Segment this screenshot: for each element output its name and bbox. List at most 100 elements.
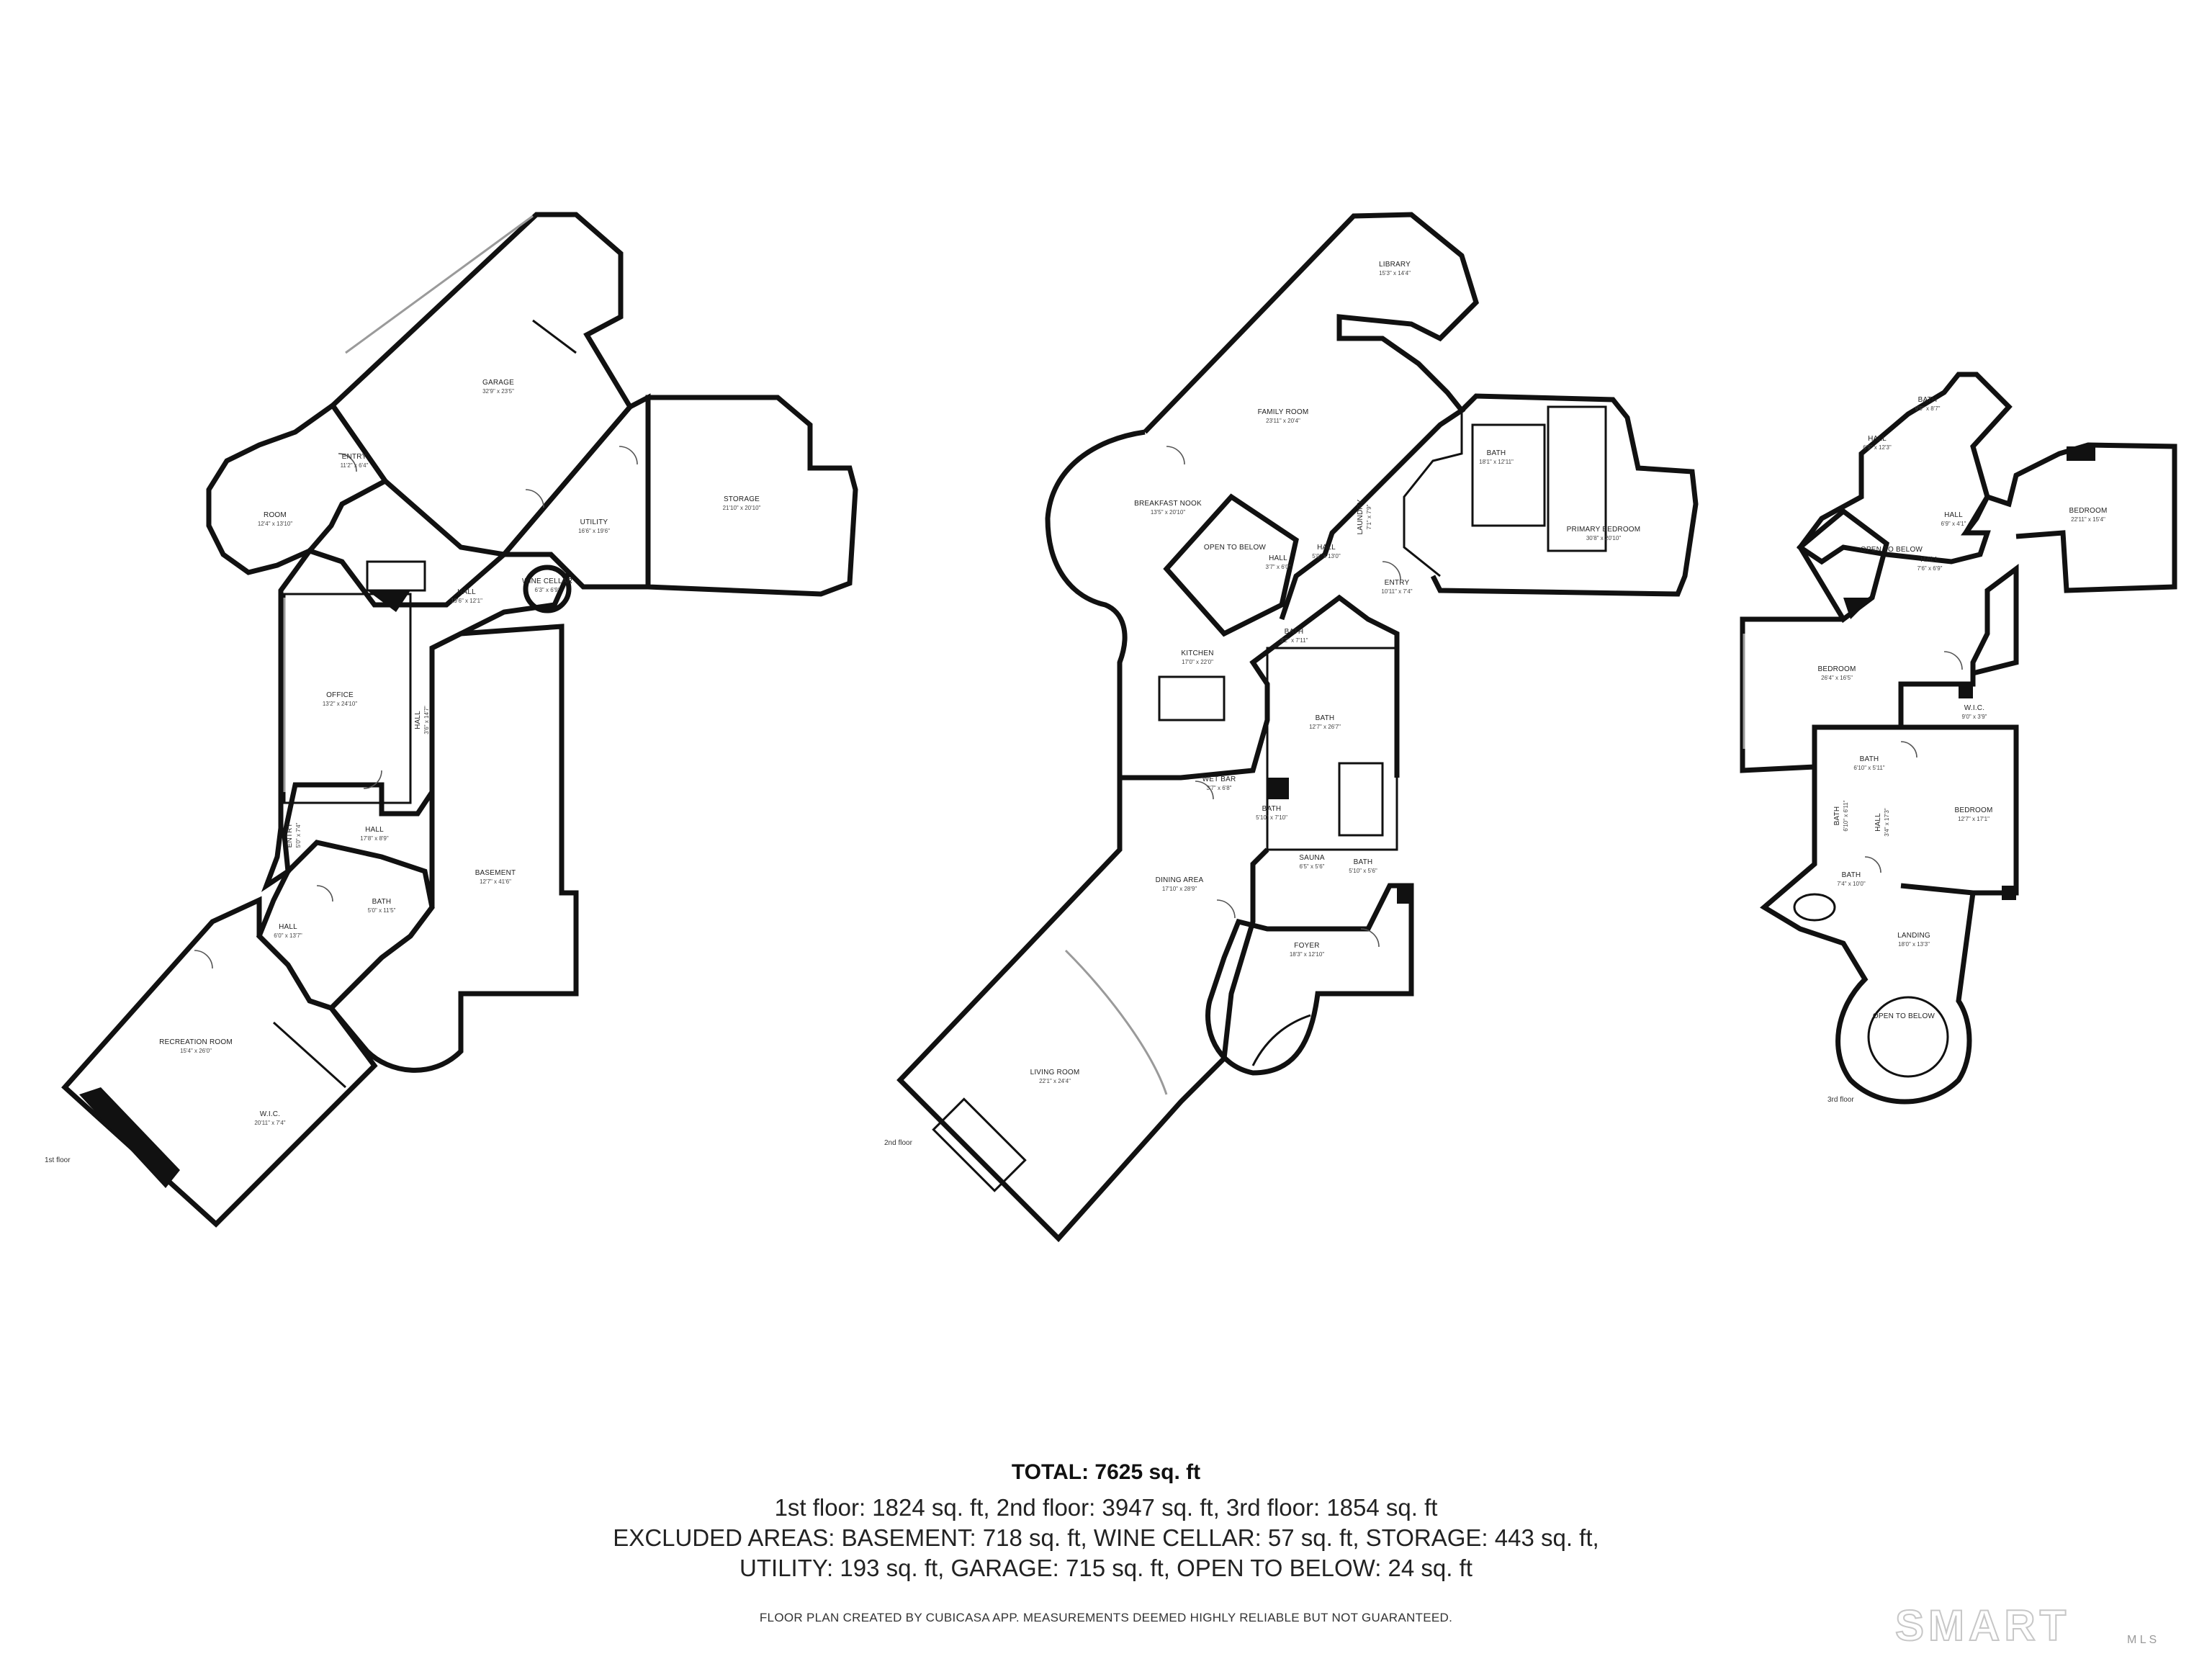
wall-primary-suite (1430, 393, 1699, 597)
room-dimensions: 6'5" x 5'6" (1300, 863, 1325, 870)
door-swing (194, 950, 213, 969)
room-name: OFFICE (326, 691, 354, 699)
room-name: STORAGE (724, 495, 760, 503)
door-swing (1216, 899, 1236, 919)
bathtub (1338, 762, 1384, 837)
room-dimensions: 9'9" x 8'7" (1915, 405, 1941, 412)
room-dimensions: 3'7" x 6'0" (1266, 564, 1291, 570)
room-name: BEDROOM (1817, 665, 1856, 673)
room-dimensions: 13'5" x 20'10" (1151, 509, 1185, 516)
room-name: HALL (414, 711, 422, 729)
wall-dining-living (896, 778, 1269, 1243)
wall-block (1843, 598, 1872, 619)
room-name: LAUNDRY (1357, 499, 1364, 534)
window-garage (345, 215, 534, 354)
logo-subtext: M L S (2127, 1634, 2157, 1646)
room-name: BEDROOM (2069, 507, 2107, 515)
wall-3rd-north (1796, 372, 2013, 565)
room-name: PRIMARY BEDROOM (1567, 526, 1641, 534)
room-name: W.I.C. (260, 1110, 280, 1118)
room-name: ENTRY (1385, 579, 1410, 587)
smart-mls-logo: SMART M L S (1895, 1601, 2157, 1646)
room-dimensions: 30'8" x 20'10" (1586, 535, 1621, 541)
wall-garage (329, 212, 634, 557)
wall-storage (645, 395, 858, 597)
room-dimensions: 5'0" x 11'5" (368, 907, 396, 914)
room-dimensions: 20'11" x 7'4" (254, 1120, 285, 1126)
room-dimensions: 7'1" x 7'9" (1366, 504, 1372, 529)
door-swing (525, 489, 544, 508)
wall-wine-cellar (523, 565, 572, 613)
room-dimensions: 15'4" x 26'0" (180, 1048, 212, 1054)
room-name: BREAKFAST NOOK (1134, 500, 1202, 508)
room-name: BATH (1316, 714, 1335, 722)
room-name: UTILITY (580, 518, 608, 526)
room-dimensions: 18'0" x 13'3" (1898, 941, 1930, 948)
room-name: BASEMENT (475, 869, 516, 877)
wall-block (2002, 886, 2016, 900)
spiral-stair-3rd (1867, 996, 1949, 1078)
room-dimensions: 17'8" x 8'9" (360, 835, 389, 842)
room-dimensions: 18'3" x 12'10" (1290, 951, 1324, 958)
room-name: WET BAR (1202, 775, 1236, 783)
wall-kitchen-core (1120, 594, 1400, 781)
room-name: FAMILY ROOM (1258, 408, 1309, 416)
room-name: BEDROOM (1954, 806, 1992, 814)
floor-label-1st: 1st floor (45, 1156, 71, 1164)
room-name: W.I.C. (1964, 704, 1984, 712)
room-label: BATH 12'7" x 26'7" (1309, 714, 1341, 730)
wall-block (2067, 446, 2095, 461)
stair-landing-block (367, 590, 410, 612)
room-dimensions: 9'0" x 3'9" (1962, 714, 1987, 720)
fireplace-hearth (79, 1087, 180, 1188)
room-label: OPEN TO BELOW (1204, 544, 1266, 552)
room-dimensions: 6'3" x 6'9" (535, 587, 560, 593)
room-dimensions: 12'7" x 26'7" (1309, 724, 1341, 730)
room-dimensions: 7'4" x 10'0" (1837, 881, 1866, 887)
wall-block (1959, 684, 1973, 698)
wall-3rd-bedroom-ne (1963, 442, 2177, 593)
room-label: W.I.C. 20'11" x 7'4" (254, 1110, 285, 1126)
room-name: KITCHEN (1181, 649, 1213, 657)
wall-wic-partition (272, 1021, 347, 1089)
wall-master-bath (1471, 423, 1546, 527)
room-dimensions: 3'2" x 7'11" (1280, 637, 1308, 644)
wall-recreation-room (61, 896, 378, 1228)
room-name: ROOM (264, 511, 287, 519)
floor-label-2nd: 2nd floor (884, 1139, 913, 1147)
door-swing (1360, 928, 1380, 948)
disclaimer: FLOOR PLAN CREATED BY CUBICASA APP. MEAS… (759, 1611, 1453, 1624)
room-name: HALL (365, 826, 384, 834)
fireplace-2nd (932, 1097, 1027, 1192)
room-name: BATH (1918, 396, 1938, 404)
wall-bath-large (1266, 647, 1398, 851)
wall-utility (498, 393, 651, 590)
wall-entry-room (206, 402, 390, 575)
